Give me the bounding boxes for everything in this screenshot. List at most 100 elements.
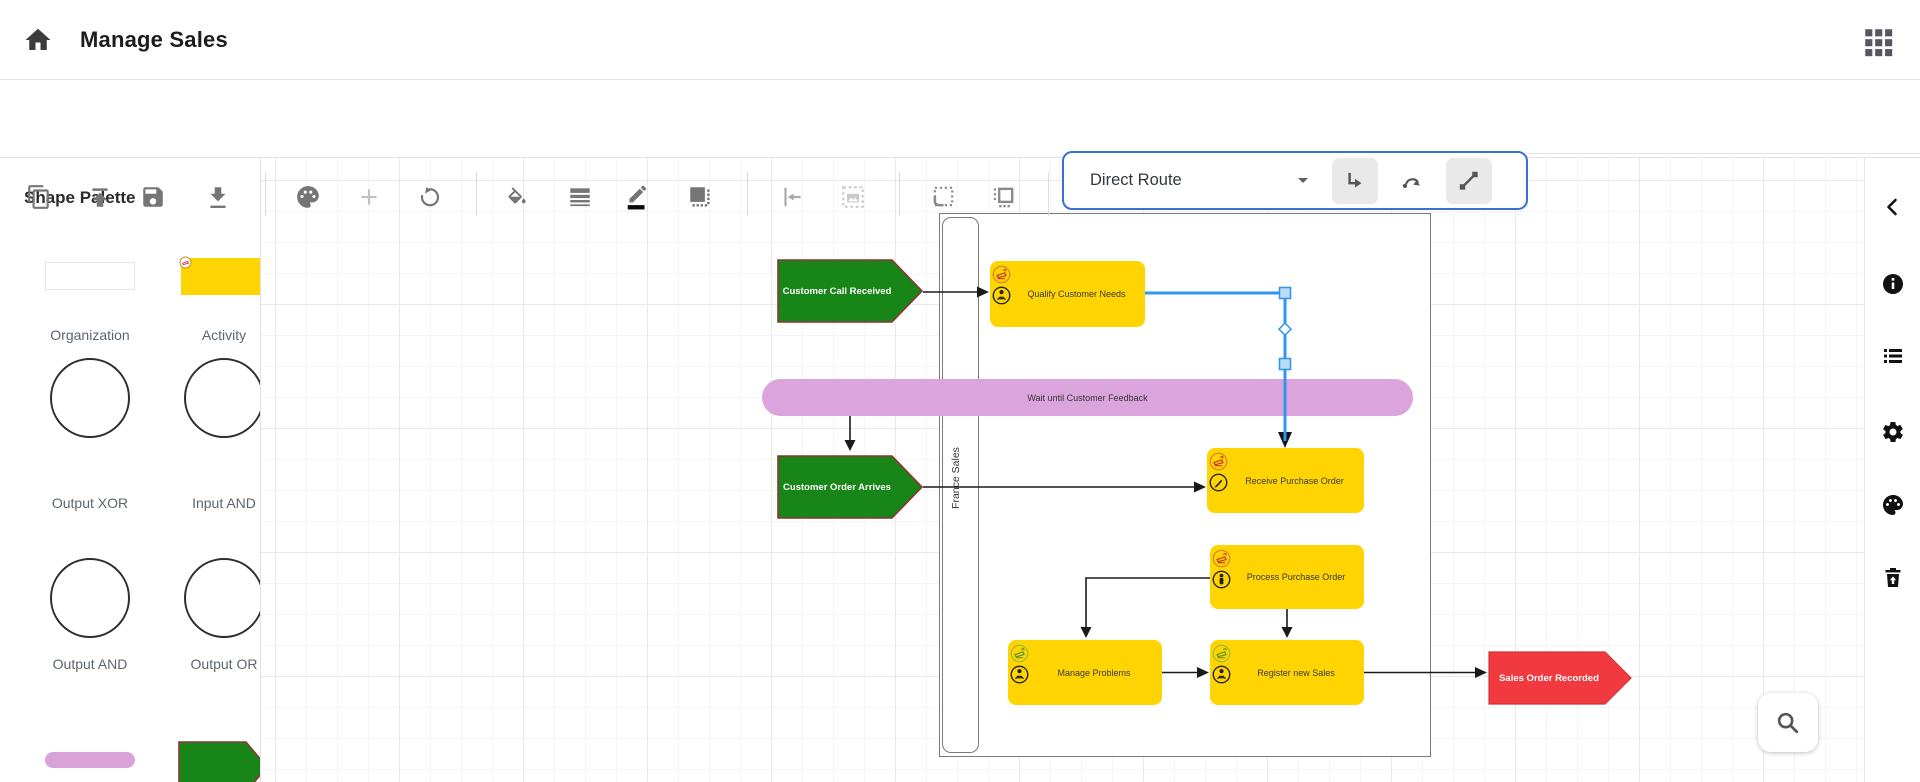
apps-grid-icon [1865, 29, 1893, 57]
org-doodle-icon [1209, 452, 1228, 471]
node-activity-process-purchase-order[interactable]: Process Purchase Order [1210, 545, 1364, 609]
border-color-button[interactable] [624, 183, 652, 211]
org-doodle-icon [1212, 549, 1231, 568]
curved-connector-button[interactable] [1389, 158, 1435, 204]
insert-image-button[interactable] [839, 183, 867, 211]
toolbar-divider [265, 172, 266, 216]
person-doodle-icon [1010, 665, 1029, 684]
align-left-button[interactable] [778, 183, 806, 211]
route-dropdown[interactable]: Direct Route [1064, 153, 1332, 208]
color-palette-button[interactable] [294, 183, 322, 211]
node-activity-qualify-customer-needs[interactable]: Qualify Customer Needs [990, 261, 1145, 327]
toolbar: Direct Route [0, 80, 1920, 216]
node-label: Sales Order Recorded [1499, 672, 1599, 684]
event-arrow-shape [777, 259, 923, 323]
straight-connector-button[interactable] [1446, 157, 1492, 204]
node-activity-manage-problems[interactable]: Manage Problems [1008, 640, 1162, 705]
upload-button[interactable] [86, 183, 114, 211]
palette-item-label: Output AND [52, 656, 128, 672]
node-event-sales-order-recorded[interactable]: Sales Order Recorded [1488, 651, 1632, 705]
node-label: Wait until Customer Feedback [1027, 392, 1148, 403]
person-doodle-icon [1212, 570, 1231, 589]
settings-button[interactable] [1877, 416, 1909, 448]
add-button[interactable] [355, 183, 383, 211]
align-left-icon [784, 187, 801, 207]
shadow-icon [690, 187, 710, 207]
org-doodle-icon [992, 265, 1011, 284]
color-palette-icon [297, 186, 319, 208]
palette-shape-output-xor[interactable] [50, 358, 130, 438]
node-role-icons [1209, 452, 1229, 494]
palette-item-label: Output OR [190, 656, 258, 672]
shape-palette-sidebar: Shape Palette Organization Activity Outp… [0, 158, 261, 782]
palette-shape-organization[interactable] [45, 262, 135, 290]
palette-shape-input-and[interactable] [184, 358, 260, 438]
chevron-down-icon [1298, 178, 1308, 183]
insert-image-icon [842, 186, 864, 208]
orthogonal-connector-button[interactable] [1332, 157, 1378, 204]
palette-item-label: Output XOR [51, 495, 129, 511]
trash-button[interactable] [1877, 562, 1909, 594]
toolbar-divider [1048, 172, 1049, 216]
event-arrow-shape [777, 455, 923, 519]
node-label: Receive Purchase Order [1245, 475, 1344, 486]
event-arrow-shape [178, 741, 260, 782]
connector-route-panel: Direct Route [1062, 151, 1528, 210]
route-dropdown-value: Direct Route [1090, 171, 1182, 189]
palette-item-label: Input AND [192, 495, 256, 511]
curved-connector-icon [1402, 177, 1420, 188]
header-bar: Manage Sales [0, 0, 1920, 80]
info-button[interactable] [1877, 268, 1909, 300]
pen-doodle-icon [1209, 473, 1228, 492]
orthogonal-connector-icon [1348, 172, 1362, 187]
list-button[interactable] [1877, 340, 1909, 372]
node-wait-until-customer-feedback[interactable]: Wait until Customer Feedback [762, 379, 1413, 416]
node-label: Qualify Customer Needs [1027, 289, 1126, 299]
node-activity-receive-purchase-order[interactable]: Receive Purchase Order [1207, 448, 1364, 513]
node-role-icons [1010, 644, 1030, 686]
download-button[interactable] [204, 183, 232, 211]
toolbar-extension-line [1528, 153, 1920, 154]
toolbar-divider [747, 172, 748, 216]
home-button[interactable] [18, 18, 58, 62]
save-button[interactable] [139, 183, 167, 211]
list-icon [1884, 349, 1902, 363]
snap-region-button[interactable] [929, 183, 957, 211]
palette-icon [1883, 495, 1903, 515]
fill-color-button[interactable] [503, 183, 531, 211]
palette-shape-event-arrow[interactable] [178, 741, 260, 782]
copy-button[interactable] [25, 183, 53, 211]
right-sidebar [1864, 158, 1920, 782]
palette-shape-output-or[interactable] [184, 558, 260, 638]
palette-shape-activity[interactable] [179, 256, 260, 295]
org-doodle-icon-green [1212, 644, 1231, 663]
node-event-customer-order-arrives[interactable]: Customer Order Arrives [777, 455, 923, 519]
collapse-panel-button[interactable] [1877, 191, 1909, 223]
swimlane-header[interactable] [942, 217, 979, 753]
copy-icon [28, 185, 49, 209]
palette-item-label: Activity [201, 327, 247, 343]
download-icon [210, 187, 226, 209]
swimlane-label: France Sales [950, 447, 962, 509]
line-style-button[interactable] [566, 183, 594, 211]
snap-region-icon [933, 186, 954, 207]
search-icon [1777, 712, 1799, 733]
palette-shape-wait-event[interactable] [45, 752, 135, 768]
event-arrow-shape [1488, 651, 1632, 705]
page-outline-button[interactable] [989, 183, 1017, 211]
home-icon [25, 28, 51, 50]
node-label: Manage Problems [1057, 667, 1131, 678]
zoom-search-button[interactable] [1758, 693, 1818, 752]
apps-grid-button[interactable] [1856, 20, 1900, 64]
palette-shape-output-and[interactable] [50, 558, 130, 638]
shadow-button[interactable] [686, 183, 714, 211]
add-icon [361, 189, 377, 205]
node-label: Process Purchase Order [1246, 572, 1346, 582]
node-event-customer-call-received[interactable]: Customer Call Received [777, 259, 923, 323]
info-icon [1883, 274, 1903, 294]
node-role-icons [992, 265, 1012, 307]
node-activity-register-new-sales[interactable]: Register new Sales [1210, 640, 1364, 705]
theme-palette-button[interactable] [1877, 489, 1909, 521]
undo-button[interactable] [416, 183, 444, 211]
